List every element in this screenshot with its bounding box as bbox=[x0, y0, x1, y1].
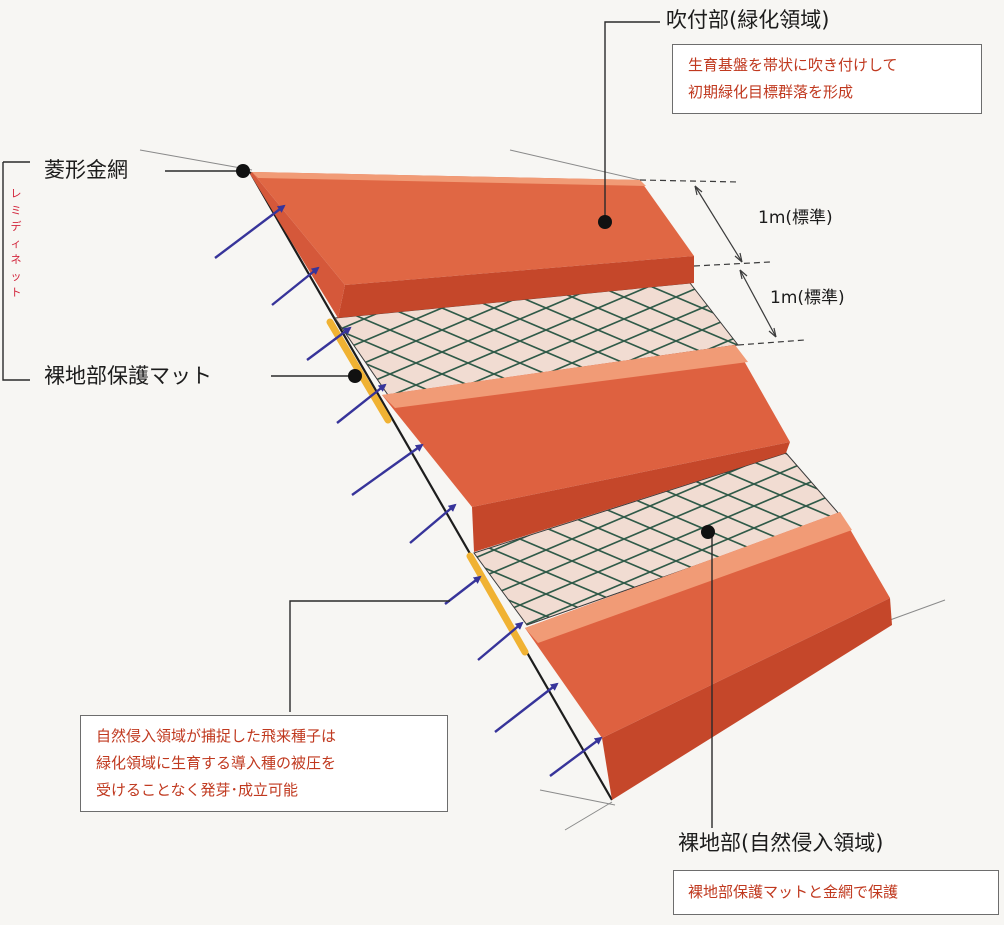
bare-part-label: 裸地部(自然侵入領域) bbox=[678, 831, 884, 855]
slope-guides bbox=[139, 149, 946, 831]
diamond-mesh-label: 菱形金網 bbox=[44, 158, 128, 182]
leader-lines bbox=[2, 21, 713, 828]
dimension-markers bbox=[639, 179, 806, 346]
seeds-note-line-2: 緑化領域に生育する導入種の被圧を bbox=[96, 754, 337, 772]
dimension-label-bottom: 1m(標準) bbox=[770, 288, 845, 308]
spray-note-line-1: 生育基盤を帯状に吹き付けして bbox=[688, 56, 898, 74]
seeds-note-box: 自然侵入領域が捕捉した飛来種子は 緑化領域に生育する導入種の被圧を 受けることな… bbox=[80, 715, 448, 812]
spray-band-2 bbox=[382, 345, 790, 552]
bare-note-box: 裸地部保護マットと金網で保護 bbox=[673, 870, 999, 915]
bare-note-text: 裸地部保護マットと金網で保護 bbox=[688, 883, 899, 901]
leader-dots bbox=[236, 164, 715, 539]
seed-arrows bbox=[214, 204, 603, 777]
seeds-note-line-1: 自然侵入領域が捕捉した飛来種子は bbox=[96, 727, 337, 745]
slope-line bbox=[249, 171, 613, 801]
spray-band-3 bbox=[525, 512, 892, 800]
bare-mat-label: 裸地部保護マット bbox=[44, 364, 212, 388]
dimension-label-top: 1m(標準) bbox=[758, 208, 833, 228]
spray-note-box: 生育基盤を帯状に吹き付けして 初期緑化目標群落を形成 bbox=[672, 44, 982, 114]
spray-note-line-2: 初期緑化目標群落を形成 bbox=[688, 83, 854, 101]
spray-band-1 bbox=[250, 172, 694, 318]
spray-part-label: 吹付部(緑化領域) bbox=[666, 8, 830, 32]
seeds-note-line-3: 受けることなく発芽･成立可能 bbox=[96, 781, 299, 799]
levimi-net-vertical-label: レミディネット bbox=[10, 187, 22, 299]
